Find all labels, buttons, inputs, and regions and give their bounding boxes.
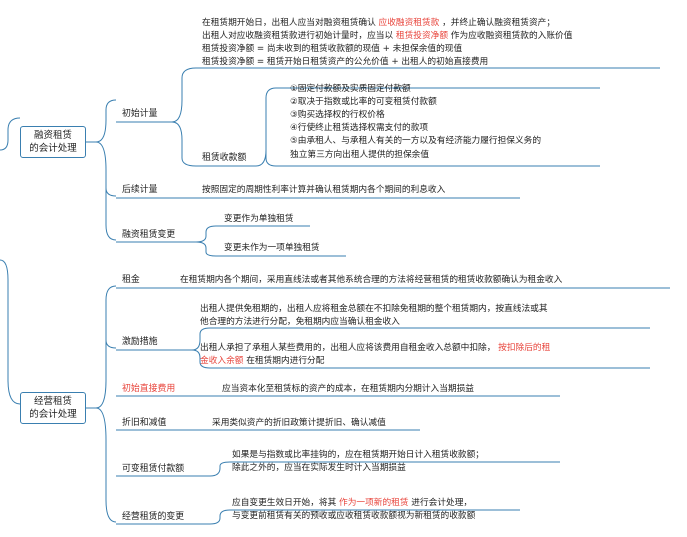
op-change-text-1-b: 进行会计处理， [411,498,473,508]
incentive-a1: 出租人提供免租期的，出租人应将租金总额在不扣除免租期的整个租赁期内，按直线法或其 [200,304,548,314]
direct-cost-label: 初始直接费用 [122,384,176,394]
op-change-text-1: 应自变更生效日开始，将其 作为一项新的租赁 进行会计处理， [232,497,472,509]
depreciation-label: 折旧和减值 [122,418,167,428]
op-change-label: 经营租赁的变更 [122,512,185,522]
finance-title-box: 融资租赁 的会计处理 [20,126,86,158]
later-text: 按照固定的周期性利率计算并确认租赁期内各个期间的利息收入 [202,185,446,195]
direct-cost-text: 应当资本化至租赁标的资产的成本，在租赁期内分期计入当期损益 [222,384,474,394]
incentive-b2: 金收入余额 在租赁期内进行分配 [200,355,324,367]
finance-title-line1: 融资租赁 [33,130,72,141]
init-label: 初始计量 [122,109,158,119]
init-branch-down [171,121,256,167]
change-opt-1: 变更作为单独租赁 [224,214,294,224]
opchange-branch [209,509,520,525]
init-text-2-b: 作为应收融资租赁款的入账价值 [450,31,573,41]
variable-branch [209,461,560,477]
receipts-item-6: 独立第三方向出租人提供的担保余值 [290,150,429,160]
init-text-1: 在租赁期开始日，出租人应当对融资租赁确认 应收融资租赁款 ，并终止确认融资租赁资… [202,17,555,29]
init-text-2-hl: 租赁投资净额 [395,31,449,41]
init-text-1-a: 在租赁期开始日，出租人应当对融资租赁确认 [202,18,376,28]
init-text-2-a: 出租人对应收融资租赁款进行初始计量时，应当以 [202,31,394,41]
receipts-label: 租赁收款额 [202,153,247,163]
operating-title-line2: 的会计处理 [29,409,77,420]
incentive-b2-hl: 金收入余额 [200,356,244,366]
later-label: 后续计量 [122,185,158,195]
variable-text-2: 除此之外的，应当在实际发生时计入当期损益 [232,463,406,473]
finance-trunk [95,99,117,241]
finance-title-line2: 的会计处理 [29,143,77,154]
operating-trunk [95,285,117,523]
op-change-text-1-a: 应自变更生效日开始，将其 [232,498,337,508]
change-label: 融资租赁变更 [122,230,176,240]
rent-text: 在租赁期内各个期间，采用直线法或者其他系统合理的方法将经营租赁的租赁收款额确认为… [180,275,563,285]
receipts-branch-low [265,150,600,167]
root-connector-top [0,117,21,151]
init-text-2: 出租人对应收融资租赁款进行初始计量时，应当以 租赁投资净额 作为应收融资租赁款的… [202,30,572,42]
variable-label: 可变租赁付款额 [122,464,185,474]
incentive-b1: 出租人承担了承租人某些费用的，出租人应将该费用自租金收入总额中扣除， 按扣除后的… [200,342,550,354]
incentive-label: 激励措施 [122,337,158,347]
incentive-b1-hl: 按扣除后的租 [498,343,551,353]
incentive-b2-text: 在租赁期内进行分配 [246,356,325,366]
receipts-item-5: ⑤由承租人、与承租人有关的一方以及有经济能力履行担保义务的 [290,136,542,146]
receipts-item-3: ③购买选择权的行权价格 [290,110,385,120]
operating-title-box: 经营租赁 的会计处理 [20,392,86,424]
op-change-text-1-hl: 作为一项新的租赁 [339,498,409,508]
receipts-item-1: ①固定付款额及实质固定付款额 [290,84,411,94]
depreciation-text: 采用类似资产的折旧政策计提折旧、确认减值 [212,418,386,428]
change-branch [195,225,346,257]
init-text-4: 租赁投资净额 = 租赁开始日租赁资产的公允价值 + 出租人的初始直接费用 [202,57,489,67]
init-text-1-b: ，并终止确认融资租赁资产； [442,18,556,28]
incentive-b1-text: 出租人承担了承租人某些费用的，出租人应将该费用自租金收入总额中扣除， [200,343,496,353]
init-text-1-hl: 应收融资租赁款 [378,18,440,28]
change-opt-2: 变更未作为一项单独租赁 [224,243,320,253]
incentive-branch [191,327,650,369]
receipts-branch [255,87,600,167]
rent-label: 租金 [122,275,140,285]
receipts-item-2: ②取决于指数或比率的可变租赁付款额 [290,97,437,107]
incentive-a2: 他合理的方法进行分配，免租期内应当确认租金收入 [200,317,400,327]
init-text-3: 租赁投资净额 = 尚未收到的租赁收款额的现值 + 未担保余值的现值 [202,44,463,54]
op-change-text-2: 与变更前租赁有关的预收或应收租赁收款额视为新租赁的收款额 [232,511,476,521]
receipts-item-4: ④行使终止租赁选择权需支付的款项 [290,123,429,133]
root-connector-bottom [0,259,21,405]
operating-title-line1: 经营租赁 [33,396,72,407]
init-branch-up [171,67,660,123]
variable-text-1: 如果是与指数或比率挂钩的，应在租赁期开始日计入租赁收款额； [232,450,484,460]
